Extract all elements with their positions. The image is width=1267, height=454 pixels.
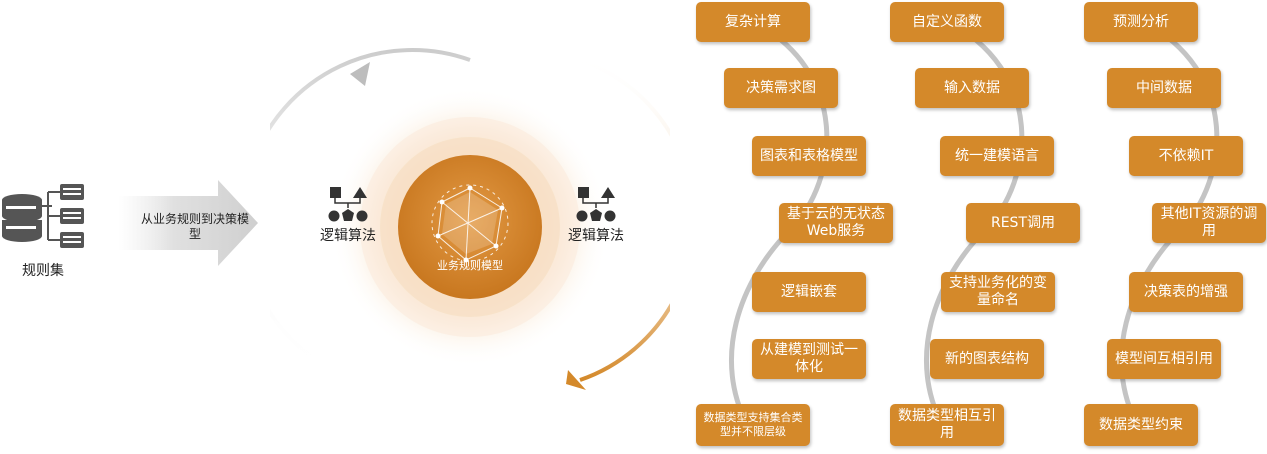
feature-box: 逻辑嵌套 [752,272,866,312]
feature-box: 数据类型支持集合类型并不限层级 [696,404,810,446]
ruleset-icon [2,184,84,248]
feature-box: 支持业务化的变量命名 [941,272,1055,312]
arc-arrow-top-icon [350,62,370,86]
flow-arrow-icon [118,180,258,266]
shapes-algorithm-icon [576,187,616,222]
flow-label: 从业务规则到决策模型 [140,212,249,241]
feature-box: 数据类型相互引用 [890,404,1004,446]
feature-box: 不依赖IT [1129,136,1243,176]
feature-box: 输入数据 [915,68,1029,108]
shapes-algorithm-icon [328,187,368,222]
algorithm-right: 逻辑算法 [560,185,632,245]
feature-box: 预测分析 [1084,2,1198,42]
feature-box: REST调用 [966,203,1080,243]
business-rule-core-diagram [270,48,670,390]
feature-box: 新的图表结构 [930,339,1044,379]
feature-box: 其他IT资源的调用 [1152,203,1266,243]
core-label: 业务规则模型 [437,259,503,272]
arc-arrow-bottom-icon [566,370,586,390]
feature-box: 数据类型约束 [1084,404,1198,446]
algorithm-right-label: 逻辑算法 [568,228,624,244]
feature-box: 决策表的增强 [1129,272,1243,312]
feature-box: 统一建模语言 [940,136,1054,176]
feature-box: 决策需求图 [724,68,838,108]
feature-box: 中间数据 [1107,68,1221,108]
feature-box: 基于云的无状态Web服务 [779,203,893,243]
feature-box: 从建模到测试一体化 [752,339,866,379]
algorithm-left: 逻辑算法 [312,185,384,245]
algorithm-left-label: 逻辑算法 [320,228,376,244]
feature-box: 复杂计算 [696,2,810,42]
feature-box: 模型间互相引用 [1107,339,1221,379]
ruleset-label: 规则集 [22,263,64,279]
feature-box: 自定义函数 [890,2,1004,42]
feature-box: 图表和表格模型 [752,136,866,176]
